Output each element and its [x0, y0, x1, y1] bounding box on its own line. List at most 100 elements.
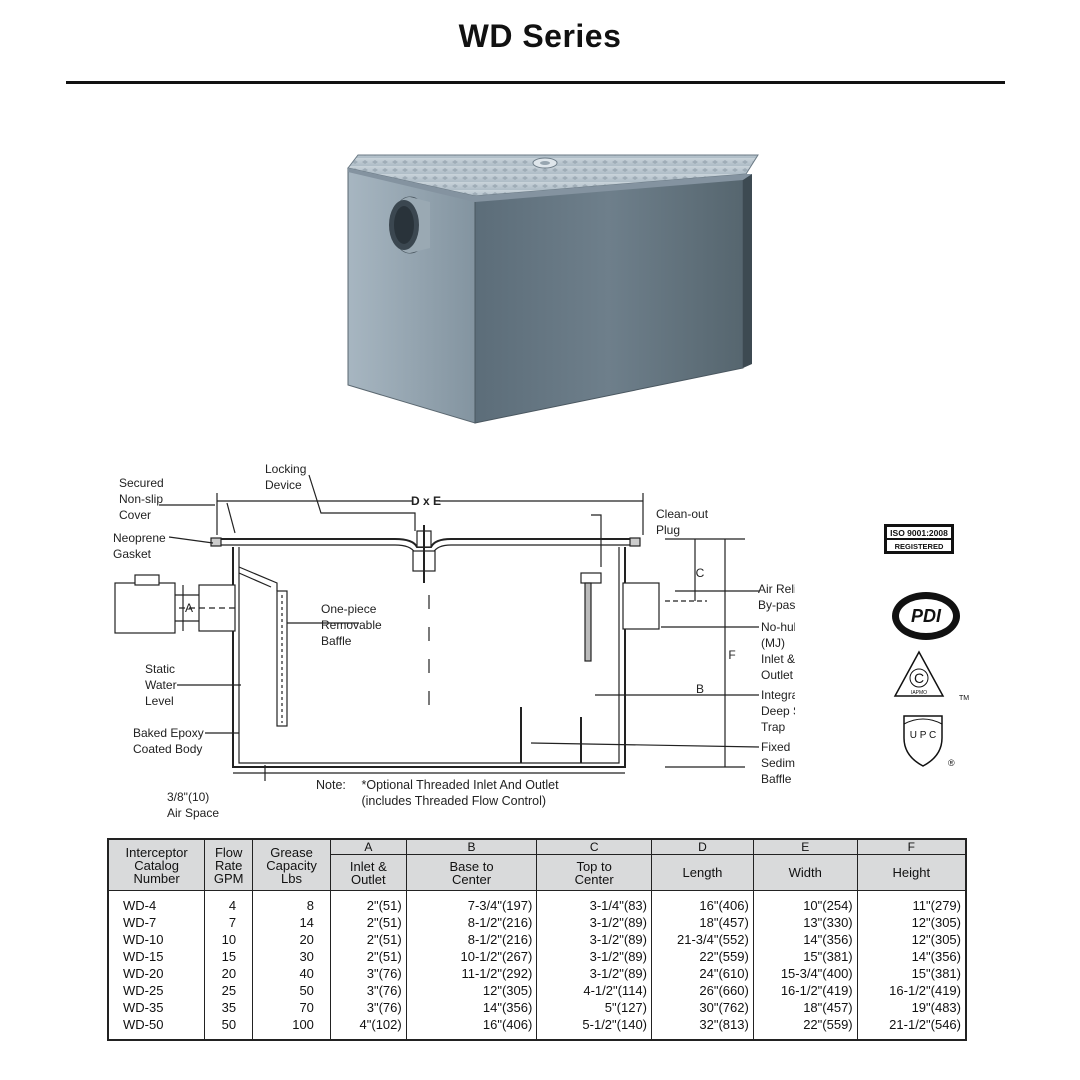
table-cell: WD-15 [107, 948, 206, 965]
table-cell: 22"(559) [752, 1016, 858, 1040]
table-cell: 21-3/4"(552) [651, 931, 754, 948]
table-cell: WD-50 [107, 1016, 206, 1040]
header-letter-b: B [405, 838, 538, 855]
table-cell: 3-1/2"(89) [536, 948, 652, 965]
table-cell: 30"(762) [651, 999, 754, 1016]
table-cell: 32"(813) [651, 1016, 754, 1040]
header-letter-c: C [536, 838, 652, 855]
callout-locking-device: Locking Device [265, 462, 310, 492]
product-photo [347, 154, 759, 424]
table-cell: WD-4 [107, 890, 206, 914]
table-cell: 14"(356) [405, 999, 538, 1016]
callout-baffle: One-piece Removable Baffle [321, 602, 385, 648]
table-cell: 8-1/2"(216) [405, 931, 538, 948]
callout-deep-seal-trap: Integral Deep Seal Trap [761, 688, 795, 734]
header-letter-f: F [856, 838, 967, 855]
table-cell: 3-1/2"(89) [536, 914, 652, 931]
table-cell: 16-1/2"(419) [856, 982, 967, 999]
header-width: Width [752, 854, 858, 891]
table-cell: 8-1/2"(216) [405, 914, 538, 931]
header-inlet-outlet: Inlet &Outlet [329, 854, 407, 891]
table-cell: WD-20 [107, 965, 206, 982]
note-text: *Optional Threaded Inlet And Outlet (inc… [361, 777, 558, 809]
callout-sediment-baffle: Fixed Sediment Baffle [761, 740, 795, 786]
svg-text:IAPMO: IAPMO [911, 690, 927, 696]
table-cell: 3-1/2"(89) [536, 931, 652, 948]
table-cell: 8 [252, 890, 331, 914]
table-cell: 7-3/4"(197) [405, 890, 538, 914]
table-cell: 12"(305) [405, 982, 538, 999]
diagram-note: Note: *Optional Threaded Inlet And Outle… [316, 777, 559, 809]
callout-secured-cover: Secured Non-slip Cover [119, 476, 167, 522]
svg-text:C: C [914, 670, 924, 686]
table-cell: 10"(254) [752, 890, 858, 914]
table-cell: 3"(76) [329, 982, 407, 999]
svg-text:U P C: U P C [910, 730, 937, 741]
table-cell: 18"(457) [752, 999, 858, 1016]
title-rule [66, 81, 1005, 84]
callout-epoxy-body: Baked Epoxy Coated Body [133, 726, 207, 756]
header-letter-a: A [329, 838, 407, 855]
svg-text:PDI: PDI [911, 606, 942, 626]
table-cell: 18"(457) [651, 914, 754, 931]
table-cell: 12"(305) [856, 931, 967, 948]
spec-table: Interceptor Catalog Number Flow Rate GPM… [107, 838, 967, 1041]
table-cell: 26"(660) [651, 982, 754, 999]
table-cell: 14"(356) [752, 931, 858, 948]
table-cell: 22"(559) [651, 948, 754, 965]
callout-neoprene-gasket: Neoprene Gasket [113, 531, 169, 561]
table-cell: 50 [252, 982, 331, 999]
callout-nohub: No-hub (MJ) Inlet & Outlet (*) [761, 620, 795, 682]
table-cell: 25 [204, 982, 254, 999]
table-cell: 4-1/2"(114) [536, 982, 652, 999]
table-cell: 3"(76) [329, 965, 407, 982]
table-cell: 5-1/2"(140) [536, 1016, 652, 1040]
header-height: Height [856, 854, 967, 891]
table-cell: WD-7 [107, 914, 206, 931]
table-cell: 20 [252, 931, 331, 948]
table-cell: 35 [204, 999, 254, 1016]
table-cell: 3-1/2"(89) [536, 965, 652, 982]
table-cell: 12"(305) [856, 914, 967, 931]
svg-text:®: ® [948, 758, 955, 768]
callout-air-space: 3/8"(10) Air Space [167, 790, 219, 820]
note-line-2: (includes Threaded Flow Control) [361, 794, 547, 808]
page-title: WD Series [458, 18, 622, 54]
table-cell: 3"(76) [329, 999, 407, 1016]
table-cell: 15"(381) [856, 965, 967, 982]
callout-static-water-level: Static Water Level [145, 662, 180, 708]
table-cell: WD-35 [107, 999, 206, 1016]
callout-air-relief: Air Relief By-pass [758, 582, 795, 612]
dim-f: F [728, 648, 735, 662]
iapmo-c-logo: C IAPMO TM [893, 650, 969, 702]
table-cell: 15 [204, 948, 254, 965]
dim-dxe: D x E [411, 494, 441, 508]
dim-b: B [696, 682, 704, 696]
header-flow-rate: Flow Rate GPM [204, 838, 254, 891]
table-cell: 2"(51) [329, 931, 407, 948]
svg-text:ISO 9001:2008: ISO 9001:2008 [890, 528, 948, 538]
table-cell: 16"(406) [651, 890, 754, 914]
table-cell: 14 [252, 914, 331, 931]
table-cell: 15-3/4"(400) [752, 965, 858, 982]
table-cell: 10-1/2"(267) [405, 948, 538, 965]
iso-registered-logo: ISO 9001:2008 REGISTERED [884, 524, 954, 554]
table-cell: 14"(356) [856, 948, 967, 965]
table-cell: 10 [204, 931, 254, 948]
table-cell: 70 [252, 999, 331, 1016]
table-cell: 20 [204, 965, 254, 982]
table-cell: 24"(610) [651, 965, 754, 982]
table-cell: 5"(127) [536, 999, 652, 1016]
table-cell: WD-10 [107, 931, 206, 948]
dim-c: C [696, 566, 705, 580]
dim-a: A [185, 601, 193, 615]
